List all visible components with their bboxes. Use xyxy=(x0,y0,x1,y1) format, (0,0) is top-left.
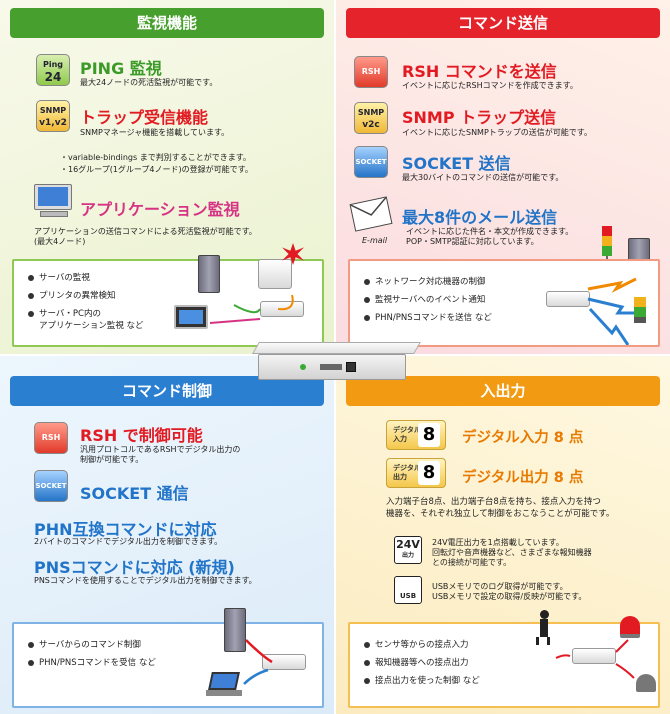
rsh-control-desc: 汎用プロトコルであるRSHでデジタル出力の xyxy=(80,445,241,454)
computer-icon xyxy=(34,184,72,218)
list-item: サーバ・PC内の xyxy=(28,307,101,322)
device-icon xyxy=(546,291,590,307)
mail-send-title: 最大8件のメール送信 xyxy=(402,208,558,227)
list-item: PHN/PNSコマンドを受信 など xyxy=(28,656,156,671)
printer-icon xyxy=(258,259,292,289)
socket-icon: SOCKET xyxy=(34,470,68,502)
rsh-icon: RSH xyxy=(354,56,388,88)
pns-desc: PNSコマンドを使用することでデジタル出力を制御できます。 xyxy=(34,576,257,585)
usb-desc: USBメモリでのログ取得が可能です。 xyxy=(432,582,568,591)
io-arrows xyxy=(555,639,635,679)
device-icon xyxy=(572,648,616,664)
rsh-control-title: RSH で制御可能 xyxy=(80,426,203,445)
list-item: プリンタの異常検知 xyxy=(28,289,116,304)
command-control-header: コマンド制御 xyxy=(10,376,324,406)
rotating-lamp-icon xyxy=(620,616,640,638)
phn-title: PHN互換コマンドに対応 xyxy=(34,520,217,539)
envelope-icon xyxy=(349,196,393,232)
list-item: PHN/PNSコマンドを送信 など xyxy=(364,311,492,326)
digital-output-title: デジタル出力 8 点 xyxy=(462,470,584,486)
list-item: ネットワーク対応機器の制御 xyxy=(364,275,486,290)
person-sensor-icon xyxy=(536,610,552,650)
list-item: サーバの監視 xyxy=(28,271,90,286)
server-icon xyxy=(198,255,220,293)
list-item: サーバからのコマンド制御 xyxy=(28,638,141,653)
app-monitor-desc: (最大4ノード) xyxy=(34,237,86,246)
socket-send-title: SOCKET 送信 xyxy=(402,154,511,173)
command-send-panel: コマンド送信 RSH RSH コマンドを送信 イベントに応じたRSHコマンドを作… xyxy=(336,0,670,354)
app-monitor-desc: アプリケーションの送信コマンドによる死活監視が可能です。 xyxy=(34,227,257,236)
app-monitor-title: アプリケーション監視 xyxy=(80,200,240,219)
rsh-icon: RSH xyxy=(34,422,68,454)
ping-desc: 最大24ノードの死活監視が可能です。 xyxy=(80,78,218,87)
list-item: 監視サーバへのイベント通知 xyxy=(364,293,485,308)
connection-arrows xyxy=(209,294,294,324)
command-send-header: コマンド送信 xyxy=(346,8,660,38)
list-item: アプリケーション監視 など xyxy=(39,321,144,331)
pc-icon xyxy=(174,305,208,329)
command-control-panel: コマンド制御 RSH RSH で制御可能 汎用プロトコルであるRSHでデジタル出… xyxy=(0,356,334,714)
rsh-send-desc: イベントに応じたRSHコマンドを作成できます。 xyxy=(402,81,578,90)
ping-title: PING 監視 xyxy=(80,59,162,78)
monitor-header: 監視機能 xyxy=(10,8,324,38)
io-header: 入出力 xyxy=(346,376,660,406)
socket-send-desc: 最大30バイトのコマンドの送信が可能です。 xyxy=(402,173,564,182)
socket-control-title: SOCKET 通信 xyxy=(80,484,189,503)
monitor-usage-box: サーバの監視 プリンタの異常検知 サーバ・PC内の アプリケーション監視 など xyxy=(12,243,324,347)
command-control-usage-box: サーバからのコマンド制御 PHN/PNSコマンドを受信 など xyxy=(12,608,324,708)
mail-send-desc: イベントに応じた件名・本文が作成できます。 xyxy=(406,227,574,236)
pns-title: PNSコマンドに対応 (新規) xyxy=(34,558,235,577)
trap-title: トラップ受信機能 xyxy=(80,108,209,127)
email-label: E-mail xyxy=(362,236,388,245)
alarm-bell-icon xyxy=(636,674,656,692)
snmp-send-title: SNMP トラップ送信 xyxy=(402,108,557,127)
trap-desc: SNMPマネージャ機能を搭載しています。 xyxy=(80,128,230,137)
lightning-arrows xyxy=(587,277,637,345)
mail-send-desc: POP・SMTP認証に対応しています。 xyxy=(406,237,539,246)
snmp-send-desc: イベントに応じたSNMPトラップの送信が可能です。 xyxy=(402,128,592,137)
trap-note: ・16グループ(1グループ4ノード)の登録が可能です。 xyxy=(60,165,253,174)
rsh-control-desc: 制御が可能です。 xyxy=(80,455,144,464)
trap-note: ・variable-bindings まで判別することができます。 xyxy=(60,153,251,162)
list-item: 接点出力を使った制御 など xyxy=(364,674,480,689)
laptop-icon xyxy=(206,672,242,698)
phn-desc: 2バイトのコマンドでデジタル出力を制御できます。 xyxy=(34,537,223,546)
command-arrows xyxy=(243,639,273,685)
24v-desc: 24V電圧出力を1点搭載しています。 xyxy=(432,538,564,547)
server-icon xyxy=(224,608,246,652)
usb-desc: USBメモリで設定の取得/反映が可能です。 xyxy=(432,592,587,601)
lamp-icon xyxy=(634,297,646,323)
list-item: センサ等からの接点入力 xyxy=(364,638,469,653)
24v-desc: との接続が可能です。 xyxy=(432,558,512,567)
product-device-image xyxy=(252,342,421,384)
device-icon xyxy=(262,654,306,670)
command-send-usage-box: ネットワーク対応機器の制御 監視サーバへのイベント通知 PHN/PNSコマンドを… xyxy=(348,259,660,347)
io-desc: 機器を、それぞれ独立して制御をおこなうことが可能です。 xyxy=(386,509,615,519)
io-desc: 入力端子台8点、出力端子台8点を持ち、接点入力を持つ xyxy=(386,497,601,507)
24v-desc: 回転灯や音声機器など、さまざまな報知機器 xyxy=(432,548,592,557)
list-item: 報知機器等への接点出力 xyxy=(364,656,469,671)
socket-icon: SOCKET xyxy=(354,146,388,178)
usb-icon: USB xyxy=(394,576,422,604)
rsh-send-title: RSH コマンドを送信 xyxy=(402,62,557,81)
io-usage-box: センサ等からの接点入力 報知機器等への接点出力 接点出力を使った制御 など xyxy=(348,610,660,708)
digital-input-title: デジタル入力 8 点 xyxy=(462,430,584,446)
